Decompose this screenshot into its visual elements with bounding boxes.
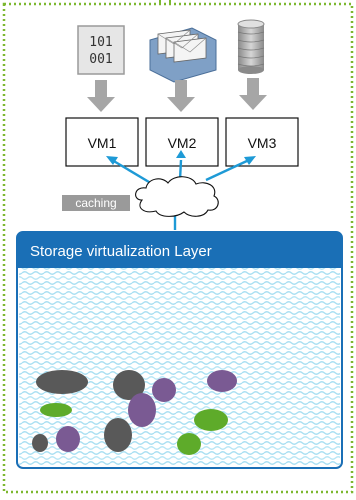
data-blob bbox=[36, 370, 88, 394]
binary-file-icon: 101 001 bbox=[77, 25, 125, 75]
vm-label: VM3 bbox=[248, 135, 277, 151]
database-icon bbox=[237, 19, 265, 74]
data-blob bbox=[113, 370, 145, 400]
data-flow-arrows bbox=[87, 78, 267, 112]
connector-vm1 bbox=[111, 158, 155, 187]
storage-virtualization-panel: Storage virtualization Layer bbox=[16, 231, 343, 469]
binary-line-1: 101 bbox=[89, 35, 112, 50]
data-blob bbox=[128, 393, 156, 427]
arrowhead-icon bbox=[244, 156, 256, 165]
caching-label: caching bbox=[75, 196, 116, 210]
data-blob bbox=[207, 370, 237, 392]
storage-header-bar bbox=[17, 232, 342, 268]
arrowhead-icon bbox=[106, 156, 118, 165]
caching-badge: caching bbox=[62, 195, 130, 211]
arrow-down-icon bbox=[87, 80, 115, 112]
data-blob bbox=[32, 434, 48, 452]
vm-box-3: VM3 bbox=[225, 117, 299, 167]
vm-label: VM2 bbox=[168, 135, 197, 151]
vm-box-2: VM2 bbox=[145, 117, 219, 167]
data-blob bbox=[152, 378, 176, 402]
storage-title: Storage virtualization Layer bbox=[30, 243, 212, 260]
binary-line-2: 001 bbox=[89, 52, 112, 67]
outer-dotted-border bbox=[2, 2, 354, 494]
data-blobs bbox=[32, 370, 237, 455]
data-blob bbox=[104, 418, 132, 452]
arrowhead-icon bbox=[176, 150, 186, 158]
data-blob bbox=[56, 426, 80, 452]
data-blob bbox=[194, 409, 228, 431]
connector-vm3 bbox=[205, 158, 250, 182]
connector-arrowheads bbox=[106, 150, 256, 165]
cloud-icon bbox=[135, 176, 219, 217]
vm-label: VM1 bbox=[88, 135, 117, 151]
envelope-stack-icon bbox=[149, 27, 217, 83]
data-blob bbox=[177, 433, 201, 455]
data-blob bbox=[40, 403, 72, 417]
vm-box-1: VM1 bbox=[65, 117, 139, 167]
top-green-connector bbox=[159, 0, 171, 5]
arrow-down-icon bbox=[167, 80, 195, 112]
arrow-down-icon bbox=[239, 78, 267, 110]
